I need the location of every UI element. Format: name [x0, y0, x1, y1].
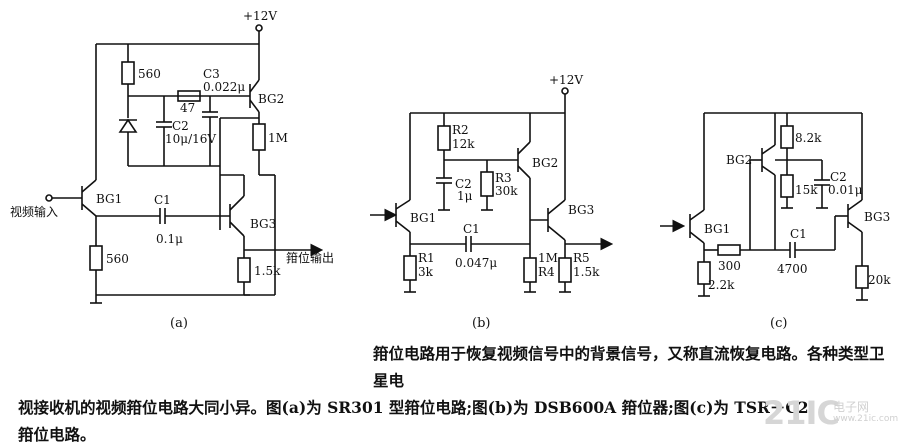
- a-input-label: 视频输入: [10, 204, 58, 219]
- c-r-top-label: 8.2k: [795, 131, 822, 145]
- a-1m-label: 1M: [268, 131, 288, 145]
- c-c1-value: 4700: [777, 262, 808, 276]
- circuit-a-labels: +12V 560 C3 0.022μ 47 BG2 C2 10μ/16V 1M …: [10, 9, 334, 331]
- b-r3-label: R3: [495, 171, 512, 185]
- b-r2-label: R2: [452, 123, 469, 137]
- b-r5-value: 1.5k: [573, 265, 600, 279]
- b-bg1-label: BG1: [410, 211, 436, 225]
- a-c2-value: 10μ/16V: [165, 132, 216, 146]
- b-c2-label: C2: [455, 177, 472, 191]
- b-r5-label: R5: [573, 251, 590, 265]
- a-bg3-label: BG3: [250, 217, 276, 231]
- watermark: 21IC 电子网 www.21ic.com: [763, 392, 898, 432]
- a-r-top-label: 560: [138, 67, 161, 81]
- a-c1-label: C1: [154, 193, 171, 207]
- a-output-label: 箝位输出: [286, 250, 334, 265]
- c-r-out-label: 20k: [868, 273, 891, 287]
- c-r-mid-label: 15k: [795, 183, 818, 197]
- b-bg3-label: BG3: [568, 203, 594, 217]
- b-c1-label: C1: [463, 222, 480, 236]
- c-r300-label: 300: [718, 259, 741, 273]
- c-c1-label: C1: [790, 227, 807, 241]
- b-supply-label: +12V: [549, 73, 583, 87]
- a-r-bottom-label: 560: [106, 252, 129, 266]
- description-line-2: 视接收机的视频箝位电路大同小异。图(a)为 SR301 型箝位电路;图(b)为 …: [18, 398, 809, 417]
- description-line-1: 箝位电路用于恢复视频信号中的背景信号，又称直流恢复电路。各种类型卫星电: [373, 344, 885, 390]
- a-bg1-label: BG1: [96, 192, 122, 206]
- circuit-b-labels: +12V R2 12k BG2 R3 30k C2 1μ BG1 BG3 R1 …: [410, 73, 600, 331]
- b-r3-value: 30k: [495, 184, 518, 198]
- b-caption: (b): [472, 316, 490, 331]
- a-c3-label: C3: [203, 67, 220, 81]
- b-r1-value: 3k: [418, 265, 434, 279]
- b-r2-value: 12k: [452, 137, 475, 151]
- circuit-c-labels: 8.2k BG2 C2 0.01μ 15k BG1 BG3 300 C1 470…: [704, 131, 891, 331]
- c-c2-value: 0.01μ: [828, 183, 863, 197]
- a-c1-value: 0.1μ: [156, 232, 183, 246]
- a-supply-label: +12V: [243, 9, 277, 23]
- watermark-logo: 21IC: [763, 394, 840, 432]
- b-c2-value: 1μ: [457, 189, 473, 203]
- a-r47-label: 47: [180, 101, 195, 115]
- b-r1-label: R1: [418, 251, 435, 265]
- c-bg2-label: BG2: [726, 153, 752, 167]
- c-caption: (c): [770, 316, 787, 331]
- watermark-name: 电子网: [833, 400, 870, 414]
- a-c3-value: 0.022μ: [203, 80, 245, 94]
- c-r-e1-label: 2.2k: [708, 278, 735, 292]
- c-bg1-label: BG1: [704, 222, 730, 236]
- b-r4-label: R4: [538, 265, 555, 279]
- circuit-b: [370, 87, 614, 293]
- a-caption: (a): [170, 316, 188, 331]
- a-r-out-label: 1.5k: [254, 264, 281, 278]
- a-c2-label: C2: [172, 119, 189, 133]
- b-r4-value: 1M: [538, 251, 558, 265]
- b-c1-value: 0.047μ: [455, 256, 497, 270]
- c-bg3-label: BG3: [864, 210, 890, 224]
- c-c2-label: C2: [830, 170, 847, 184]
- watermark-url: www.21ic.com: [833, 414, 899, 424]
- a-bg2-label: BG2: [258, 92, 284, 106]
- circuit-a: [45, 24, 324, 304]
- circuit-diagrams: +12V 560 C3 0.022μ 47 BG2 C2 10μ/16V 1M …: [10, 9, 891, 331]
- circuit-c: [660, 112, 869, 301]
- b-bg2-label: BG2: [532, 156, 558, 170]
